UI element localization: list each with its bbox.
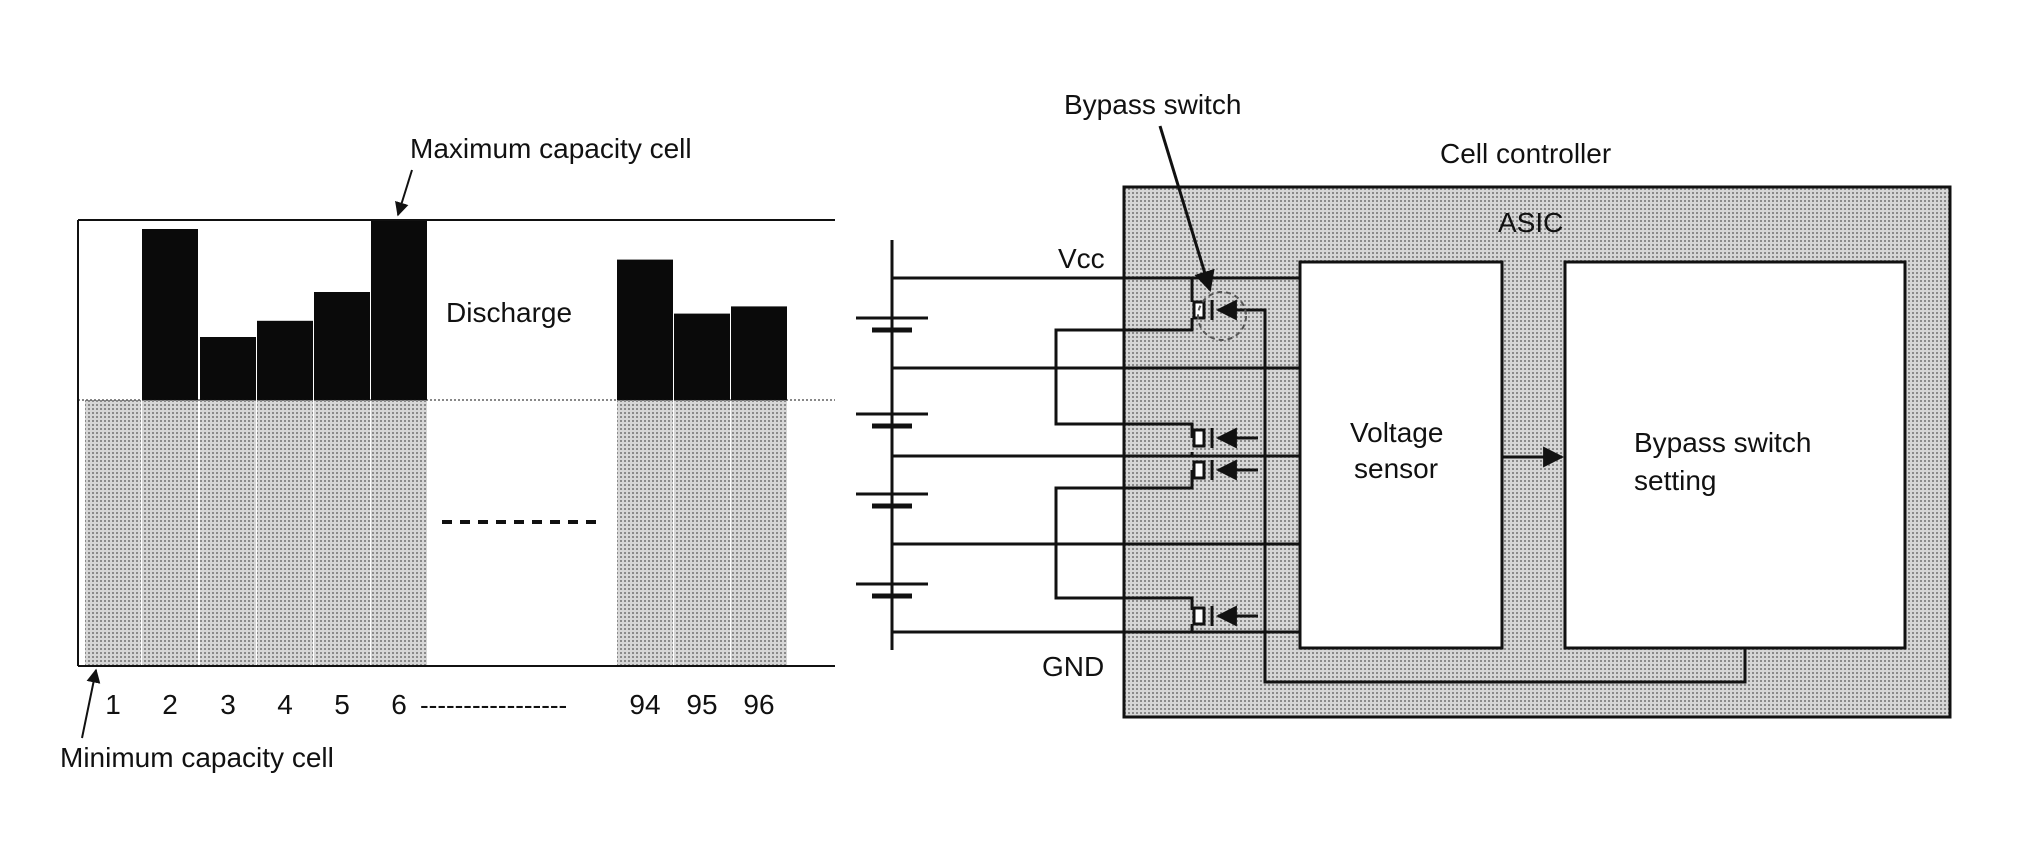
discharge-bar xyxy=(142,229,198,400)
gnd-label: GND xyxy=(1042,651,1104,682)
cell-number-label: 95 xyxy=(686,689,717,720)
cell-number-label: 94 xyxy=(629,689,660,720)
maximum-capacity-arrow xyxy=(395,169,413,217)
cell-tap-lines xyxy=(892,276,1300,634)
cell-number-label: 5 xyxy=(334,689,350,720)
cell-number-label: 4 xyxy=(277,689,293,720)
shaded-columns xyxy=(85,400,787,666)
bypass-switch-4 xyxy=(1192,605,1258,627)
shaded-column xyxy=(314,400,370,666)
discharge-bar xyxy=(371,220,427,400)
cell-number-labels: 1 2 3 4 5 6 94 95 96 xyxy=(105,689,774,720)
shaded-column xyxy=(257,400,313,666)
minimum-capacity-label: Minimum capacity cell xyxy=(60,742,334,773)
cell-number-label: 1 xyxy=(105,689,121,720)
discharge-bars xyxy=(142,220,787,400)
shaded-column xyxy=(674,400,730,666)
bypass-loops xyxy=(1054,278,1194,632)
shaded-column xyxy=(731,400,787,666)
cell-number-label: 96 xyxy=(743,689,774,720)
cell-number-label: 3 xyxy=(220,689,236,720)
shaded-column xyxy=(371,400,427,666)
highlighted-switch-circle xyxy=(1197,291,1247,341)
discharge-bar xyxy=(617,259,673,400)
bypass-switch-setting-box xyxy=(1563,260,1907,650)
bypass-wire xyxy=(1054,318,1194,438)
bypass-switch-label: Bypass switch xyxy=(1064,89,1241,120)
bypass-switch-2 xyxy=(1192,427,1258,449)
shaded-column xyxy=(617,400,673,666)
capacity-chart: Discharge Maximum capacity cell Minimum … xyxy=(60,133,835,773)
discharge-label: Discharge xyxy=(446,297,572,328)
bypass-setting-label-1: Bypass switch xyxy=(1634,427,1811,458)
discharge-bar xyxy=(674,313,730,400)
shaded-column xyxy=(85,400,141,666)
asic-label: ASIC xyxy=(1498,207,1563,238)
maximum-capacity-label: Maximum capacity cell xyxy=(410,133,692,164)
minimum-capacity-arrow xyxy=(81,668,101,739)
axis-ellipsis: ----------------- xyxy=(420,690,567,720)
bypass-switch-3 xyxy=(1192,459,1258,481)
cell-number-label: 2 xyxy=(162,689,178,720)
discharge-bar xyxy=(257,320,313,400)
control-bus-line xyxy=(1258,308,1747,684)
shaded-column xyxy=(200,400,256,666)
discharge-bar xyxy=(314,292,370,400)
discharge-bar xyxy=(731,306,787,400)
cell-controller-label: Cell controller xyxy=(1440,138,1611,169)
voltage-sensor-label-2: sensor xyxy=(1354,453,1438,484)
cell-controller-circuit: Cell controller ASIC Voltage sensor Bypa… xyxy=(856,89,1952,719)
bypass-switch-arrow xyxy=(1158,125,1215,293)
battery-cells xyxy=(856,316,928,599)
bypass-setting-label-2: setting xyxy=(1634,465,1717,496)
voltage-sensor-box xyxy=(1298,260,1504,650)
discharge-bar xyxy=(200,337,256,400)
shaded-column xyxy=(142,400,198,666)
cell-number-label: 6 xyxy=(391,689,407,720)
voltage-sensor-label-1: Voltage xyxy=(1350,417,1443,448)
vcc-label: Vcc xyxy=(1058,243,1105,274)
bypass-wire xyxy=(1054,470,1194,610)
